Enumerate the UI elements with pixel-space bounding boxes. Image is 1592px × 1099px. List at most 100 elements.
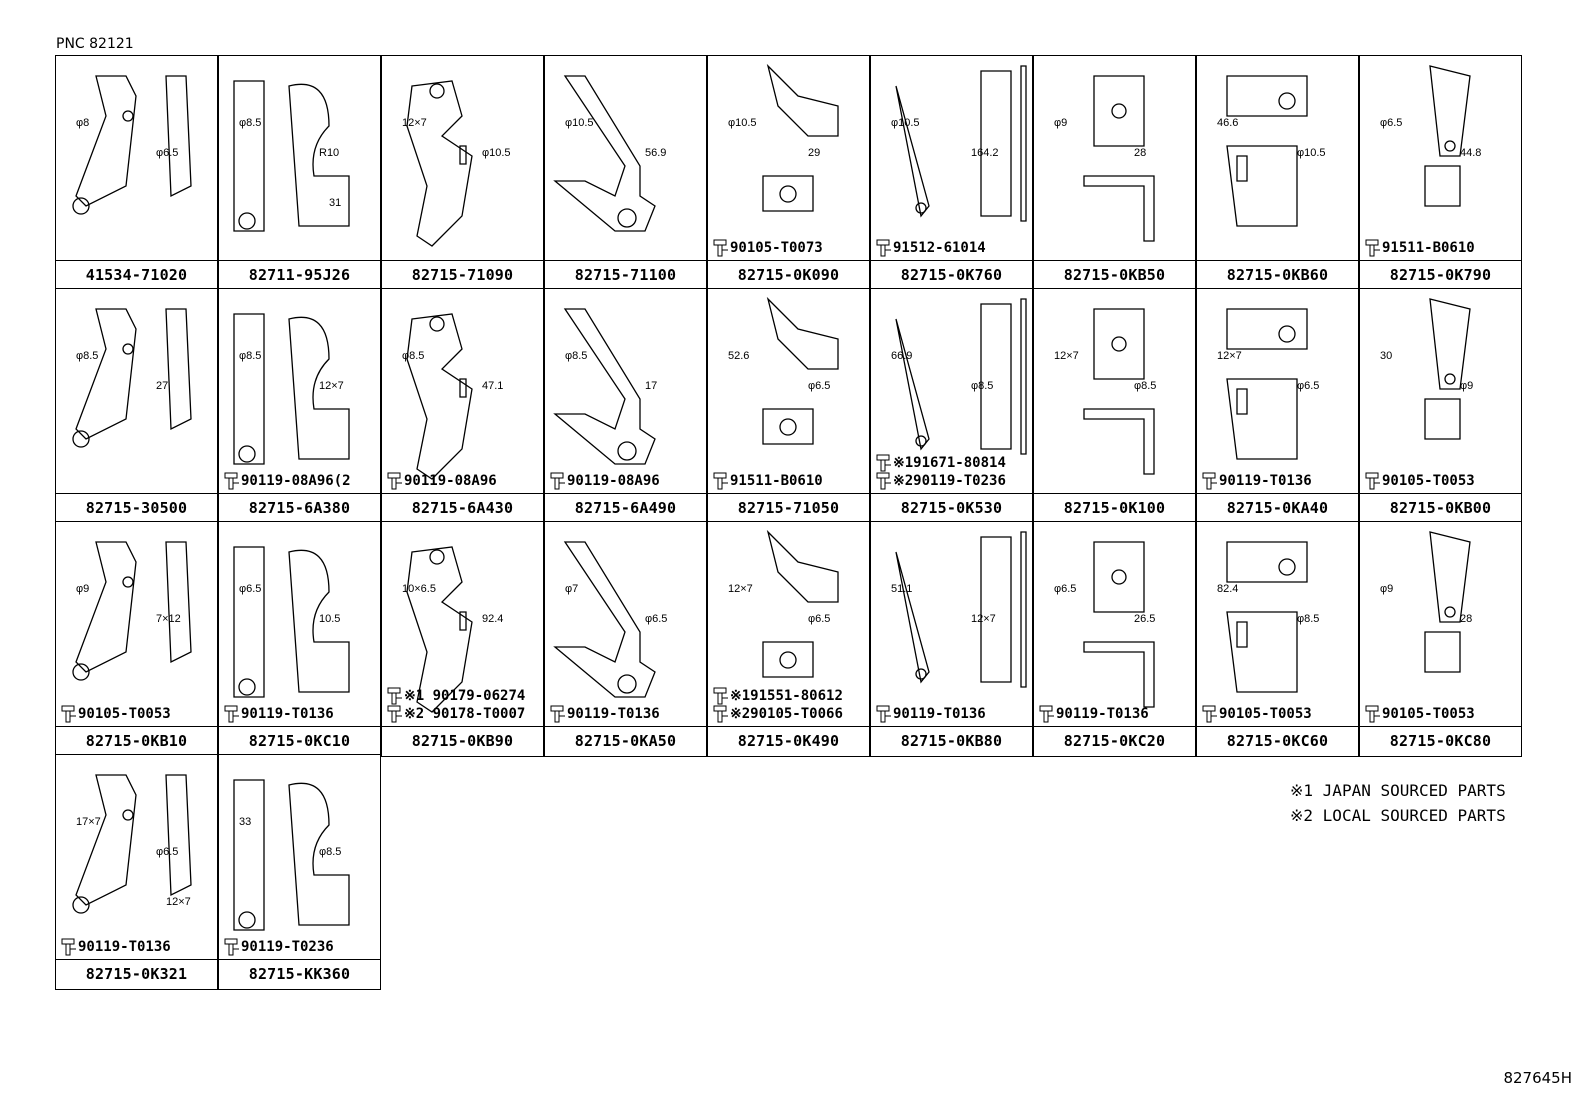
dimension-label: 12×7 [1217, 350, 1242, 362]
illustration-code: 827645H [1503, 1069, 1572, 1087]
bolt-entry: 91512-61014 [875, 239, 1032, 257]
bolt-list: ※191671-80814※290119-T0236 [875, 454, 1032, 490]
bolt-icon [875, 472, 891, 490]
bolt-part-number: ※191671-80814 [893, 455, 1006, 471]
dimension-label: φ10.5 [1297, 147, 1326, 159]
bolt-list: 90105-T0053 [60, 705, 217, 723]
bolt-part-number: 91511-B0610 [730, 473, 823, 489]
dimension-label: 12×7 [402, 117, 427, 129]
part-illustration: φ8.566.9 [891, 298, 1027, 455]
bolt-entry: 90119-T0136 [1201, 472, 1358, 490]
part-number: 82715-0KC60 [1197, 726, 1358, 756]
part-illustration: φ6.5 12×7 [1217, 308, 1319, 460]
bolt-list: 90119-T0136 [60, 938, 217, 956]
bolt-part-number: ※1 90179-06274 [404, 688, 526, 704]
dimension-label: φ9 [1380, 583, 1393, 595]
dimension-label: φ8.5 [239, 117, 261, 129]
dimension-label: 27 [156, 380, 168, 392]
part-number: 82715-71050 [708, 493, 869, 523]
dimension-label: 82.4 [1217, 583, 1238, 595]
bolt-list: 90119-08A96(2 [223, 472, 380, 490]
part-illustration: φ6.552.6 [728, 296, 839, 445]
dimension-label: φ9 [1460, 380, 1473, 392]
part-illustration: φ10.512×7 [402, 80, 511, 247]
bolt-entry: 91511-B0610 [712, 472, 869, 490]
dimension-label: φ8.5 [402, 350, 424, 362]
dimension-label: φ10.5 [891, 117, 920, 129]
part-number: 41534-71020 [56, 260, 217, 290]
bolt-part-number: 90119-T0136 [78, 939, 171, 955]
dimension-label: φ6.5 [808, 613, 830, 625]
part-illustration: φ6.517×712×7 [72, 774, 192, 914]
bolt-part-number: ※191551-80612 [730, 688, 843, 704]
bolt-entry: 90119-T0136 [549, 705, 706, 723]
bolt-entry: 90119-08A96 [386, 472, 543, 490]
part-number: 82711-95J26 [219, 260, 380, 290]
bolt-part-number: 90119-T0136 [1056, 706, 1149, 722]
dimension-label: 31 [329, 197, 341, 209]
dimension-label: 46.6 [1217, 117, 1238, 129]
part-number: 82715-0K321 [56, 959, 217, 989]
bolt-icon [875, 454, 891, 472]
dimension-label: φ8 [76, 117, 89, 129]
part-number: 82715-0K490 [708, 726, 869, 756]
part-cell: φ6.5 φ8 41534-71020 [55, 55, 218, 291]
bolt-icon [223, 938, 239, 956]
dimension-label: φ8.5 [1297, 613, 1319, 625]
bolt-entry: 90119-T0136 [1038, 705, 1195, 723]
bolt-list: ※1 90179-06274※2 90178-T0007 [386, 687, 543, 723]
part-number: 82715-6A430 [382, 493, 543, 523]
bolt-entry: ※290105-T0066 [712, 705, 869, 723]
dimension-label: 52.6 [728, 350, 749, 362]
dimension-label: 28 [1134, 147, 1146, 159]
dimension-label: φ6.5 [1380, 117, 1402, 129]
bolt-part-number: ※290105-T0066 [730, 706, 843, 722]
bolt-part-number: 90119-08A96 [567, 473, 660, 489]
part-illustration: φ10.5 46.6 [1217, 75, 1326, 227]
dimension-label: φ6.5 [156, 147, 178, 159]
bolt-part-number: 90119-T0236 [241, 939, 334, 955]
part-number: 82715-0K760 [871, 260, 1032, 290]
part-number: 82715-0KC10 [219, 726, 380, 756]
part-illustration: φ8.512×7 [1054, 308, 1156, 475]
dimension-label: φ9 [76, 583, 89, 595]
part-illustration: 44.8φ6.5 [1380, 65, 1481, 207]
bolt-part-number: 90119-T0136 [1219, 473, 1312, 489]
part-cell: 164.2 φ10.5 91512-61014 82715-0K760 [870, 55, 1033, 291]
part-number: 82715-0KA50 [545, 726, 706, 756]
part-number: 82715-0K790 [1360, 260, 1521, 290]
bolt-icon [875, 239, 891, 257]
bolt-part-number: 90119-T0136 [567, 706, 660, 722]
dimension-label: φ10.5 [565, 117, 594, 129]
bolt-entry: ※290119-T0236 [875, 472, 1032, 490]
bolt-entry: 90119-08A96(2 [223, 472, 380, 490]
dimension-label: φ6.5 [1054, 583, 1076, 595]
bolt-part-number: 90119-08A96(2 [241, 473, 351, 489]
bolt-icon [223, 705, 239, 723]
bolt-icon [60, 938, 76, 956]
part-number: 82715-0KC20 [1034, 726, 1195, 756]
dimension-label: 164.2 [971, 147, 999, 159]
dimension-label: φ6.5 [1297, 380, 1319, 392]
part-illustration: 26.5φ6.5 [1054, 541, 1155, 708]
bolt-icon [712, 687, 728, 705]
bolt-list: 90119-T0136 [223, 705, 380, 723]
bolt-icon [1364, 239, 1380, 257]
part-number: 82715-0KB10 [56, 726, 217, 756]
